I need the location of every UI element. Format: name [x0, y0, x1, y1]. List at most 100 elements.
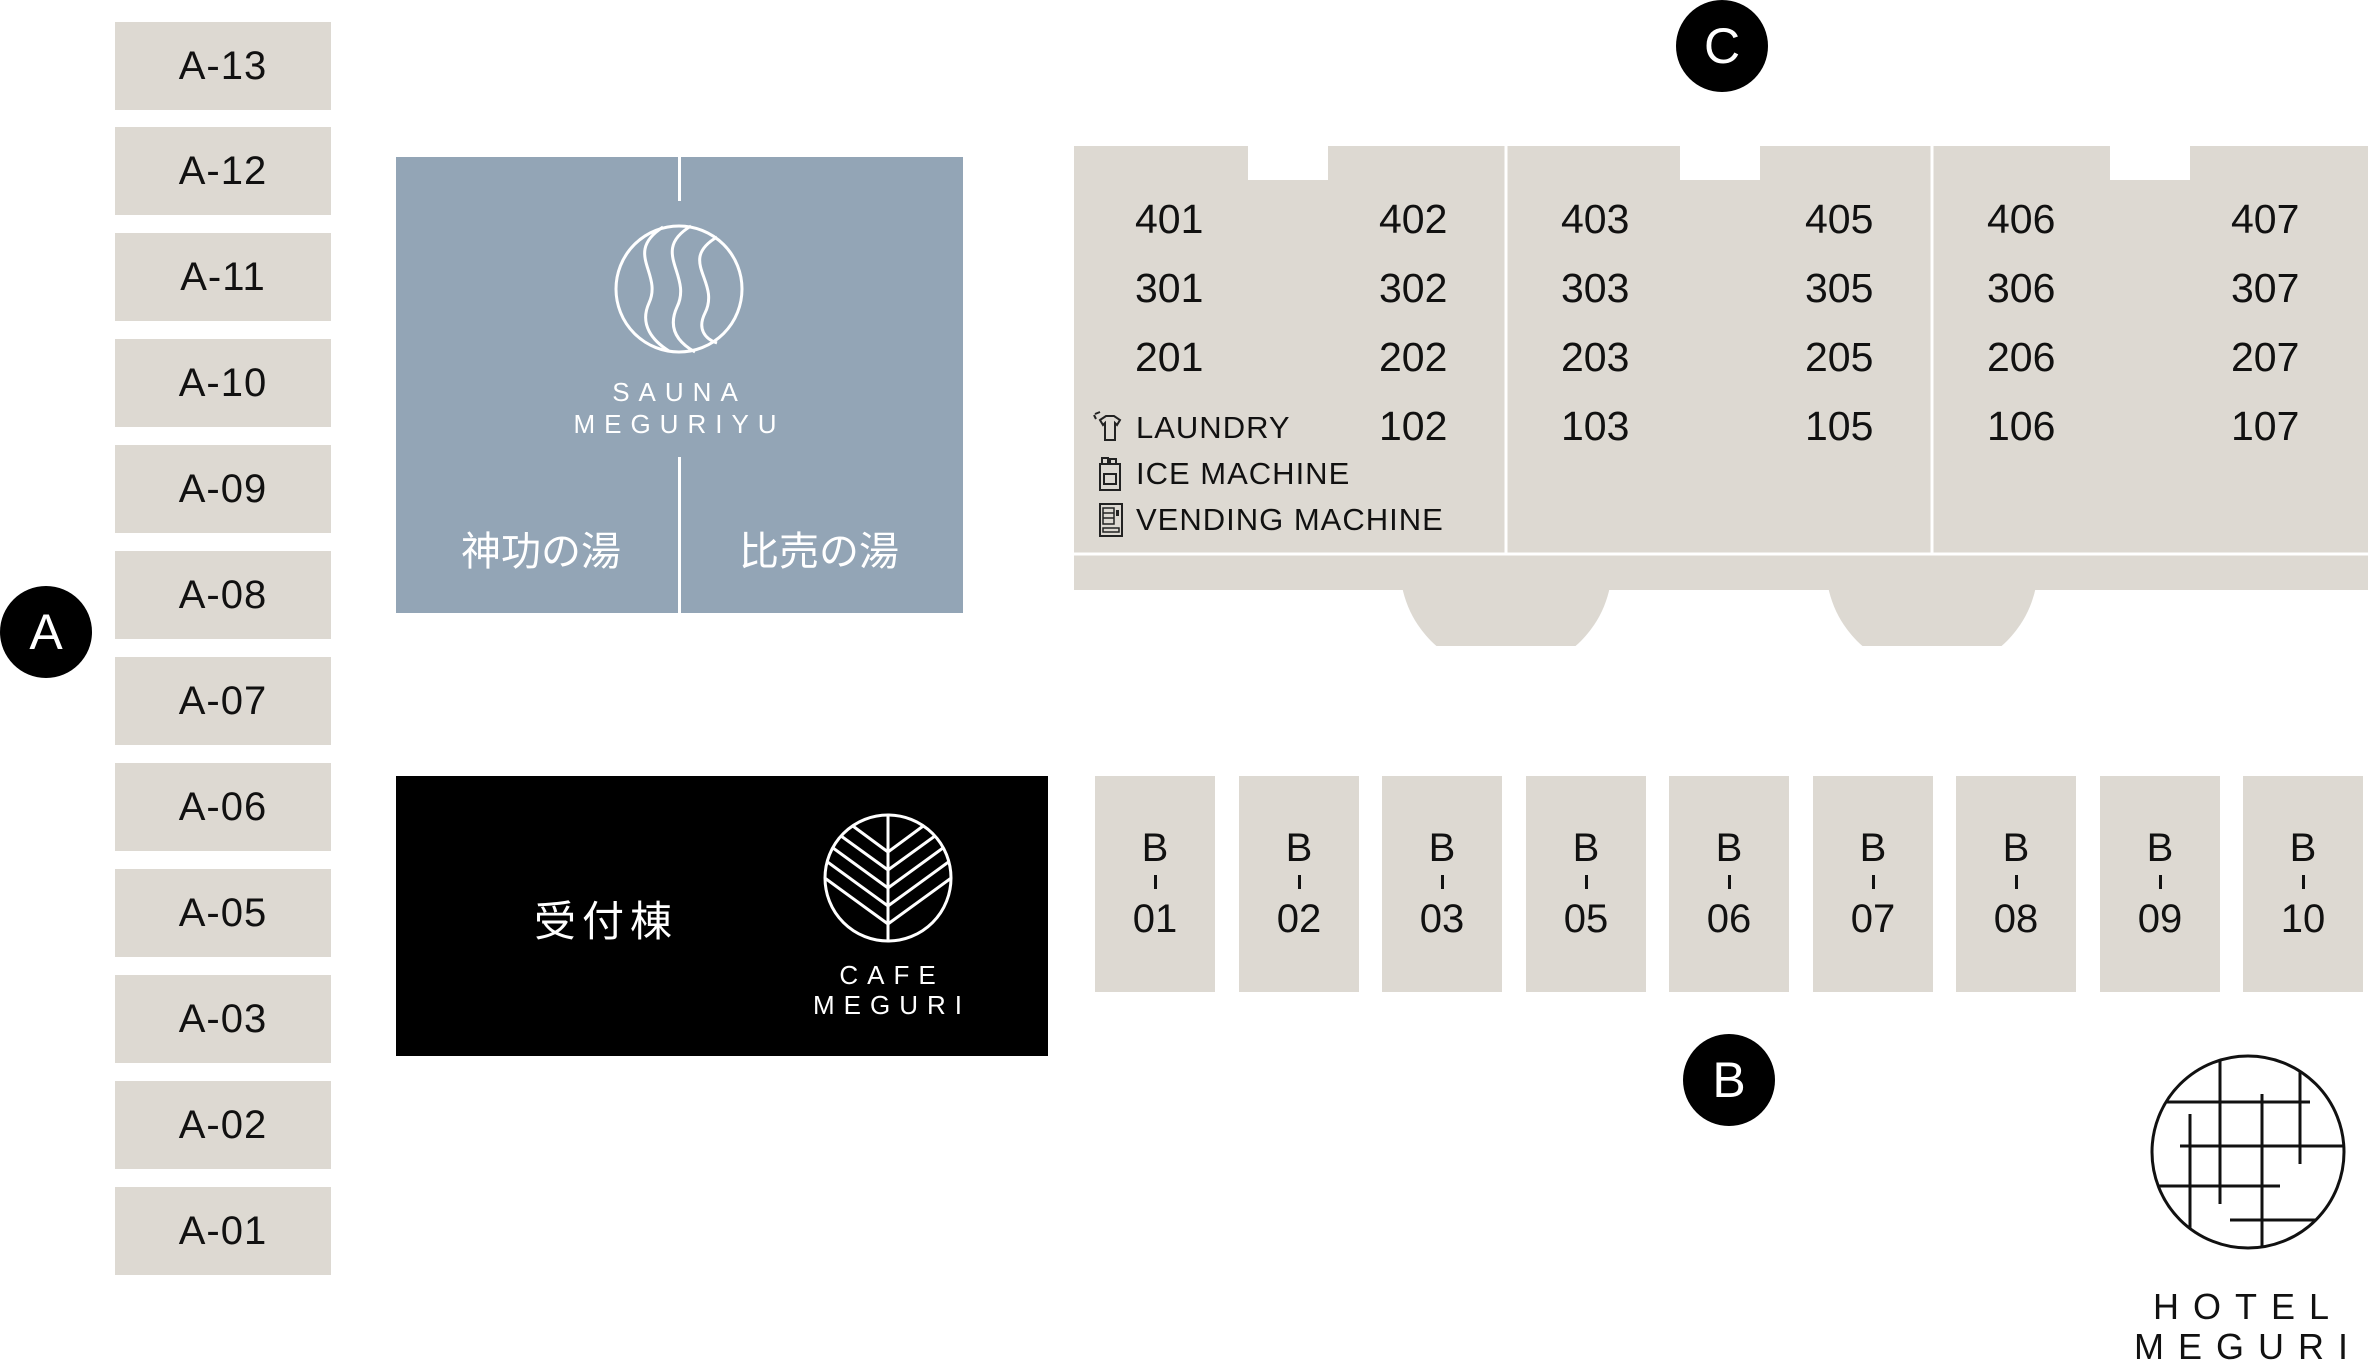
room-a-03[interactable]: A-03	[115, 975, 331, 1063]
cafe-name-line1: CAFE	[839, 960, 945, 990]
room-a-05[interactable]: A-05	[115, 869, 331, 957]
zone-marker-label: A	[29, 604, 63, 660]
room-dash	[1871, 875, 1875, 889]
reception-building[interactable]: 受付棟 CAFE MEGURI	[396, 776, 1048, 1056]
ice-machine-icon	[1099, 457, 1121, 491]
room-307[interactable]: 307	[2231, 265, 2300, 311]
room-305[interactable]: 305	[1805, 265, 1874, 311]
room-a-02[interactable]: A-02	[115, 1081, 331, 1169]
room-number: 10	[2280, 897, 2326, 941]
room-label: A-05	[178, 890, 268, 935]
sauna-logo-icon	[614, 224, 744, 354]
room-number: 08	[1993, 897, 2039, 941]
room-label: A-02	[178, 1102, 268, 1147]
room-label: A-03	[178, 996, 268, 1041]
amenity-label: ICE MACHINE	[1136, 456, 1351, 491]
room-402[interactable]: 402	[1379, 196, 1448, 242]
room-dash	[1153, 875, 1157, 889]
room-206[interactable]: 206	[1987, 334, 2056, 380]
cafe-name-line2: MEGURI	[813, 990, 971, 1020]
room-dash	[2014, 875, 2018, 889]
room-203[interactable]: 203	[1561, 334, 1630, 380]
room-dash	[1440, 875, 1444, 889]
room-dash	[1297, 875, 1301, 889]
room-a-09[interactable]: A-09	[115, 445, 331, 533]
room-301[interactable]: 301	[1135, 265, 1204, 311]
room-number: 06	[1706, 897, 1752, 941]
cafe-leaf-logo-icon	[823, 813, 953, 943]
room-a-08[interactable]: A-08	[115, 551, 331, 639]
zone-marker-label: B	[1712, 1052, 1746, 1108]
room-107[interactable]: 107	[2231, 403, 2300, 449]
room-a-07[interactable]: A-07	[115, 657, 331, 745]
sauna-name-line1: SAUNA	[612, 377, 747, 407]
room-letter: B	[2289, 826, 2317, 870]
room-letter: B	[1859, 826, 1887, 870]
room-label: A-06	[178, 784, 268, 829]
room-201[interactable]: 201	[1135, 334, 1204, 380]
zone-marker-a: A	[0, 586, 92, 678]
room-a-11[interactable]: A-11	[115, 233, 331, 321]
room-a-13[interactable]: A-13	[115, 22, 331, 110]
room-207[interactable]: 207	[2231, 334, 2300, 380]
room-403[interactable]: 403	[1561, 196, 1630, 242]
sauna-building[interactable]: SAUNA MEGURIYU 神功の湯 比売の湯	[396, 157, 963, 613]
room-letter: B	[1428, 826, 1456, 870]
room-label: A-09	[178, 466, 268, 511]
room-label: A-10	[178, 360, 268, 405]
room-406[interactable]: 406	[1987, 196, 2056, 242]
amenity-vending-machine: VENDING MACHINE	[1092, 502, 1444, 538]
zone-marker-b: B	[1683, 1034, 1775, 1126]
laundry-icon	[1093, 411, 1122, 441]
room-407[interactable]: 407	[2231, 196, 2300, 242]
room-302[interactable]: 302	[1379, 265, 1448, 311]
room-a-06[interactable]: A-06	[115, 763, 331, 851]
room-a-01[interactable]: A-01	[115, 1187, 331, 1275]
room-letter: B	[1572, 826, 1600, 870]
room-label: A-01	[178, 1208, 268, 1253]
room-letter: B	[2146, 826, 2174, 870]
room-label: A-12	[178, 148, 268, 193]
divider-line	[678, 157, 681, 201]
room-number: 09	[2137, 897, 2183, 941]
hotel-name-line2: MEGURI	[2134, 1326, 2362, 1367]
amenity-ice-machine: ICE MACHINE	[1092, 456, 1350, 492]
room-102[interactable]: 102	[1379, 403, 1448, 449]
bath-left-label: 神功の湯	[461, 529, 621, 575]
room-b-05[interactable]: B 05	[1526, 776, 1646, 992]
zone-marker-label: C	[1703, 18, 1741, 74]
room-dash	[1584, 875, 1588, 889]
room-a-10[interactable]: A-10	[115, 339, 331, 427]
hotel-name-line1: HOTEL	[2152, 1286, 2344, 1327]
room-306[interactable]: 306	[1987, 265, 2056, 311]
room-letter: B	[1141, 826, 1169, 870]
room-105[interactable]: 105	[1805, 403, 1874, 449]
room-b-09[interactable]: B 09	[2100, 776, 2220, 992]
room-303[interactable]: 303	[1561, 265, 1630, 311]
room-202[interactable]: 202	[1379, 334, 1448, 380]
room-401[interactable]: 401	[1135, 196, 1204, 242]
divider-line	[678, 457, 681, 613]
room-b-10[interactable]: B 10	[2243, 776, 2363, 992]
room-103[interactable]: 103	[1561, 403, 1630, 449]
zone-marker-c: C	[1676, 0, 1768, 92]
amenity-label: VENDING MACHINE	[1136, 502, 1444, 537]
room-letter: B	[1715, 826, 1743, 870]
room-dash	[2158, 875, 2162, 889]
room-a-12[interactable]: A-12	[115, 127, 331, 215]
room-b-06[interactable]: B 06	[1669, 776, 1789, 992]
room-405[interactable]: 405	[1805, 196, 1874, 242]
room-number: 02	[1276, 897, 1322, 941]
hotel-lattice-logo-icon	[2150, 1054, 2346, 1250]
room-106[interactable]: 106	[1987, 403, 2056, 449]
amenity-laundry: LAUNDRY	[1092, 410, 1291, 446]
sauna-name-line2: MEGURIYU	[573, 409, 786, 439]
room-label: A-11	[180, 254, 266, 299]
room-205[interactable]: 205	[1805, 334, 1874, 380]
room-number: 05	[1563, 897, 1609, 941]
